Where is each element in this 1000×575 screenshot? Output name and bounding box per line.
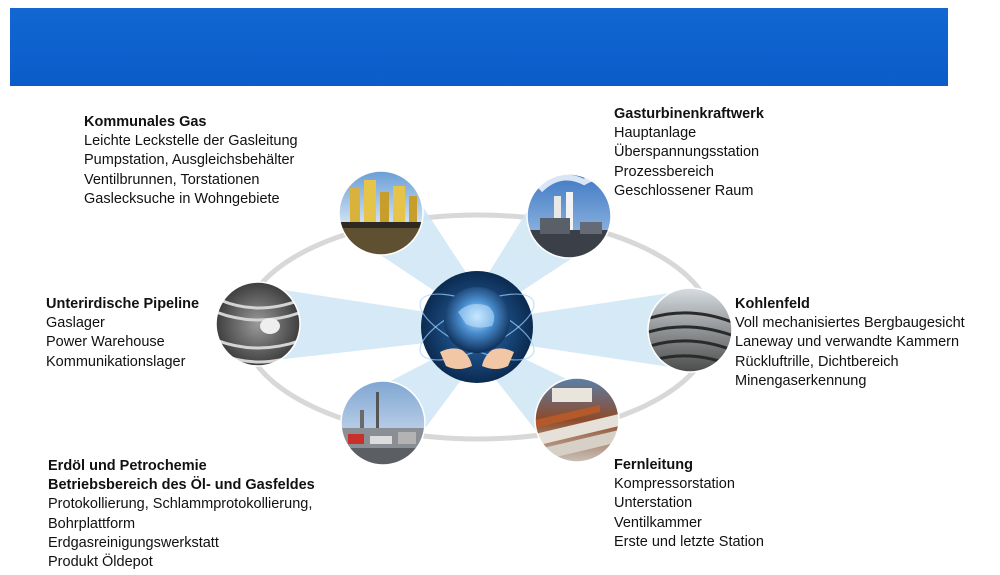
pipeline-icon	[534, 377, 620, 463]
segment-item: Kommunikationslager	[46, 353, 186, 370]
segment-petrochemical: Erdöl und Petrochemie Betriebsbereich de…	[48, 457, 315, 572]
segment-title: Unterirdische Pipeline	[46, 296, 200, 312]
segment-item: Bohrplattform	[48, 515, 136, 532]
segment-coal-field: Kohlenfeld Voll mechanisiertes Bergbauge…	[735, 295, 965, 391]
refinery-icon	[340, 380, 426, 466]
power-plant-icon	[526, 173, 612, 259]
segment-item: Überspannungsstation	[614, 144, 760, 161]
segment-title: Fernleitung	[614, 457, 693, 473]
beam-underground-pipeline	[258, 286, 452, 362]
header-banner	[10, 8, 948, 86]
gas-plant-icon	[338, 170, 424, 256]
segment-item: Ventilkammer	[614, 514, 702, 531]
segment-item: Prozessbereich	[614, 163, 714, 180]
segment-item: Laneway und verwandte Kammern	[735, 334, 960, 351]
segment-item: Erste und letzte Station	[614, 533, 764, 550]
segment-item: Gaslecksuche in Wohngebiete	[84, 190, 280, 207]
segment-item: Leichte Leckstelle der Gasleitung	[84, 133, 298, 150]
segment-item: Protokollierung, Schlammprotokollierung,	[48, 496, 313, 513]
beam-coal-field	[504, 290, 690, 370]
segment-gas-turbine: Gasturbinenkraftwerk Hauptanlage Überspa…	[614, 105, 764, 201]
segment-item: Rückluftrille, Dichtbereich	[735, 353, 899, 370]
tunnel-icon	[215, 281, 301, 367]
segment-item: Produkt Öldepot	[48, 554, 153, 571]
segment-title: Erdöl und Petrochemie	[48, 458, 207, 474]
segment-title: Gasturbinenkraftwerk	[614, 106, 764, 122]
segment-item: Hauptanlage	[614, 125, 697, 142]
segment-item: Geschlossener Raum	[614, 182, 754, 199]
segment-underground-pipeline: Unterirdische Pipeline Gaslager Power Wa…	[46, 295, 199, 372]
segment-long-distance-pipeline: Fernleitung Kompressorstation Unterstati…	[614, 456, 764, 552]
segment-title: Betriebsbereich des Öl- und Gasfeldes	[48, 477, 315, 494]
segment-item: Minengaserkennung	[735, 372, 867, 389]
segment-item: Voll mechanisiertes Bergbaugesicht	[735, 315, 965, 332]
segment-item: Erdgasreinigungswerkstatt	[48, 534, 219, 551]
segment-item: Kompressorstation	[614, 476, 735, 493]
segment-municipal-gas: Kommunales Gas Leichte Leckstelle der Ga…	[84, 113, 298, 209]
globe-in-hands-icon	[419, 271, 535, 383]
segment-item: Ventilbrunnen, Torstationen	[84, 171, 260, 188]
segment-item: Pumpstation, Ausgleichsbehälter	[84, 152, 295, 169]
coal-mine-icon	[647, 287, 733, 373]
segment-item: Gaslager	[46, 315, 105, 332]
segment-title: Kohlenfeld	[735, 296, 810, 312]
segment-item: Unterstation	[614, 495, 693, 512]
segment-item: Power Warehouse	[46, 334, 165, 351]
segment-title: Kommunales Gas	[84, 114, 207, 130]
